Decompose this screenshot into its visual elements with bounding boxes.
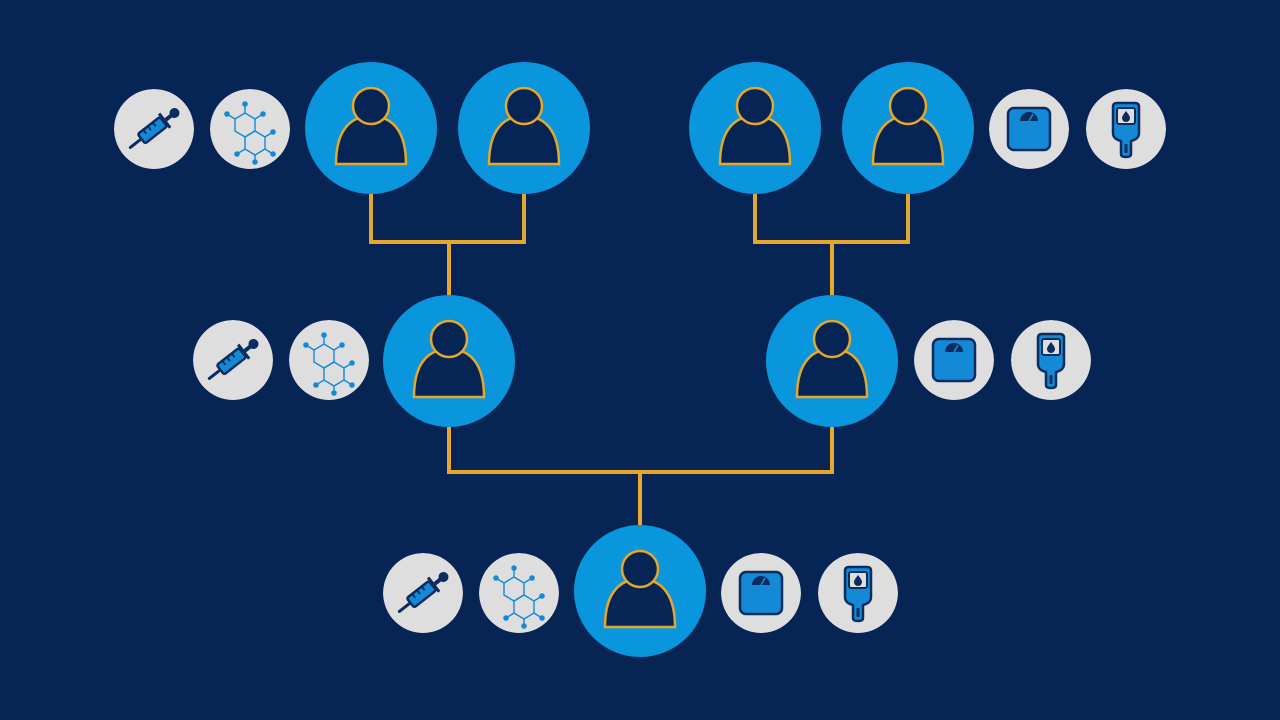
molecule-icon [479,553,559,633]
glucose-meter-icon [1011,320,1091,400]
scale-icon [721,553,801,633]
scale-icon [989,89,1069,169]
person-node-parent-right [766,295,898,427]
person-node-grandparent-1 [305,62,437,194]
person-nodes [305,62,974,657]
person-node-child [574,525,706,657]
person-node-grandparent-4 [842,62,974,194]
glucose-meter-icon [1086,89,1166,169]
syringe-icon [383,553,463,633]
connector-lines [369,194,910,525]
molecule-icon [210,89,290,169]
person-node-grandparent-3 [689,62,821,194]
person-node-grandparent-2 [458,62,590,194]
person-node-parent-left [383,295,515,427]
syringe-icon [114,89,194,169]
molecule-icon [289,320,369,400]
glucose-meter-icon [818,553,898,633]
scale-icon [914,320,994,400]
syringe-icon [193,320,273,400]
